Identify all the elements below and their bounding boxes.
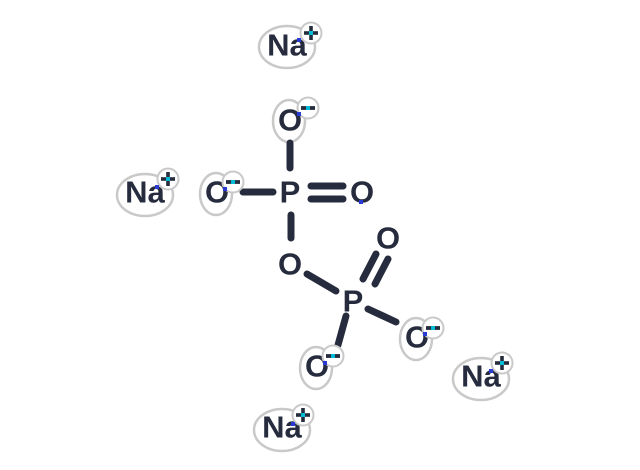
highlight-ring <box>252 407 312 453</box>
bond-plower-obottom <box>334 312 350 349</box>
attachment-marker <box>489 369 493 373</box>
negative-charge-icon <box>421 316 445 340</box>
attachment-marker <box>323 361 327 365</box>
bonds <box>239 139 400 349</box>
attachment-marker <box>423 332 427 336</box>
highlight-ring <box>298 345 334 391</box>
attachment-marker <box>291 422 295 426</box>
attachment-marker <box>297 38 301 42</box>
highlight-ring <box>257 24 317 70</box>
charge-badges <box>156 21 514 427</box>
positive-charge-icon <box>291 403 315 427</box>
highlight-ring <box>115 172 175 218</box>
bond-obridge-plower <box>303 270 340 295</box>
double-bond-plower-o-line2 <box>371 255 392 288</box>
atom-o-terminal-lower: O <box>376 221 400 256</box>
attachment-marker <box>155 185 159 189</box>
negative-charge-icon <box>221 170 245 194</box>
positive-charge-icon <box>490 351 514 375</box>
positive-charge-icon <box>299 21 323 45</box>
negative-charge-icon <box>321 344 345 368</box>
double-bond-plower-o-line1 <box>359 250 380 283</box>
atom-highlight-rings <box>115 24 511 453</box>
atom-o-terminal-upper: O <box>350 175 374 210</box>
attachment-marker <box>297 112 301 116</box>
attachment-markers <box>155 38 493 426</box>
atom-p-upper: P <box>280 175 301 210</box>
attachment-marker <box>359 200 363 204</box>
bond-plower-oright <box>364 305 400 326</box>
atom-labels: Na O Na O P O O P O O O Na Na <box>125 28 501 445</box>
atom-o-bridge: O <box>278 247 302 282</box>
highlight-ring <box>451 356 511 402</box>
attachment-marker <box>223 187 227 191</box>
positive-charge-icon <box>156 167 180 191</box>
highlight-ring <box>198 171 234 217</box>
negative-charge-icon <box>296 96 320 120</box>
atom-p-lower: P <box>343 284 364 319</box>
